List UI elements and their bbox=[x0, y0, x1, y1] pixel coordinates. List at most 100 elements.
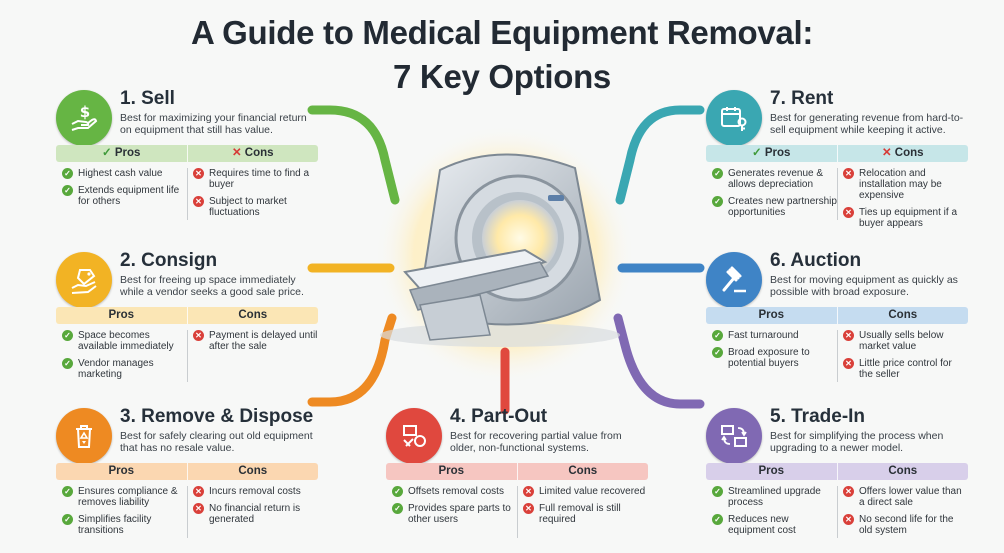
mri-machine-illustration bbox=[380, 153, 620, 347]
dispose-connector bbox=[307, 313, 397, 407]
auction-pros-list: ✓Fast turnaround ✓Broad exposure to poten… bbox=[706, 330, 837, 386]
con-item: ✕Incurs removal costs bbox=[193, 486, 318, 497]
con-text: No second life for the old system bbox=[859, 514, 954, 536]
pro-item: ✓Reduces new equipment cost bbox=[712, 514, 837, 536]
con-item: ✕ Requires time to find a buyer bbox=[193, 168, 318, 190]
calendar-key-icon bbox=[706, 90, 762, 146]
cross-icon: ✕ bbox=[193, 196, 204, 207]
pros-label: Pros bbox=[108, 309, 135, 321]
con-item: ✕ No second life for the old system bbox=[843, 514, 968, 536]
pros-header: ✓ Pros bbox=[56, 145, 187, 162]
pros-check-icon: ✓ bbox=[102, 147, 112, 159]
check-icon: ✓ bbox=[62, 514, 73, 525]
consign-pros-cons-header: Pros Cons bbox=[56, 307, 318, 324]
pro-text: Reduces new equipment cost bbox=[728, 514, 796, 536]
pro-item: ✓Fast turnaround bbox=[712, 330, 837, 341]
con-text: Ties up equipment if a buyer appears bbox=[859, 207, 958, 229]
consign-pros-list: ✓Space becomes available immediately✓Ven… bbox=[56, 330, 187, 386]
column-divider bbox=[187, 330, 188, 382]
pro-item: ✓Extends equipment life for others bbox=[62, 185, 187, 207]
sell-pros-list: ✓ Highest cash value ✓Extends equipment li… bbox=[56, 168, 187, 224]
rent-connector bbox=[615, 105, 705, 205]
page-subtitle: 7 Key Options bbox=[393, 58, 611, 95]
check-icon: ✓ bbox=[392, 503, 403, 514]
con-text: Limited value recovered bbox=[539, 486, 646, 497]
check-icon: ✓ bbox=[62, 358, 73, 369]
cons-label: Cons bbox=[238, 309, 268, 321]
pro-item: ✓Ensures compliance & removes liability bbox=[62, 486, 187, 508]
con-text: Relocation and installation may be expen… bbox=[859, 168, 942, 201]
pro-item: ✓ Streamlined upgrade process bbox=[712, 486, 837, 508]
con-text: Usually sells below market value bbox=[859, 330, 944, 352]
rent-pros-list: ✓ Generates revenue & allows depreciation… bbox=[706, 168, 837, 235]
cross-icon: ✕ bbox=[523, 486, 534, 497]
pro-item: ✓ Provides spare parts to other users bbox=[392, 503, 517, 525]
con-item: ✕Usually sells below market value bbox=[843, 330, 968, 352]
dispose-description: Best for safely clearing out old equipme… bbox=[120, 430, 313, 454]
trade-monitors-icon bbox=[706, 408, 762, 464]
cross-icon: ✕ bbox=[843, 358, 854, 369]
con-item: ✕No financial return is generated bbox=[193, 503, 318, 525]
dispose-pros-list: ✓Ensures compliance & removes liability✓… bbox=[56, 486, 187, 542]
cons-header: Cons bbox=[838, 307, 969, 324]
auction-cons-list: ✕Usually sells below market value✕Little… bbox=[837, 330, 968, 386]
cross-icon: ✕ bbox=[843, 514, 854, 525]
pro-text: Highest cash value bbox=[78, 168, 163, 179]
partout-pros-cons-header: Pros Cons bbox=[386, 463, 648, 480]
cons-header: Cons bbox=[838, 463, 969, 480]
cross-icon: ✕ bbox=[843, 168, 854, 179]
con-text: Offers lower value than a direct sale bbox=[859, 486, 962, 508]
dispose-cons-list: ✕Incurs removal costs ✕No financial retur… bbox=[187, 486, 318, 542]
pro-text: Streamlined upgrade process bbox=[728, 486, 821, 508]
cons-label: Cons bbox=[568, 465, 598, 477]
cons-label: Cons bbox=[888, 309, 918, 321]
cons-label: Cons bbox=[888, 465, 918, 477]
con-text: Subject to market fluctuations bbox=[209, 196, 287, 218]
partout-pros-list: ✓Offsets removal costs✓Provides spare pa… bbox=[386, 486, 517, 531]
pro-text: Generates revenue & allows depreciation bbox=[728, 168, 824, 190]
check-icon: ✓ bbox=[62, 185, 73, 196]
sell-description: Best for maximizing your financial retur… bbox=[120, 112, 307, 136]
cross-icon: ✕ bbox=[193, 168, 204, 179]
pros-label: Pros bbox=[438, 465, 465, 477]
pro-text: Creates new partnership opportunities bbox=[728, 196, 837, 218]
pro-text: Vendor manages marketing bbox=[78, 358, 154, 380]
tradein-connector bbox=[613, 313, 705, 409]
partout-description: Best for recovering partial value from o… bbox=[450, 430, 622, 454]
pro-item: ✓ Generates revenue & allows depreciation bbox=[712, 168, 837, 190]
pro-item: ✓Broad exposure to potential buyers bbox=[712, 347, 837, 369]
dispose-title: 3. Remove & Dispose bbox=[120, 406, 314, 427]
rent-title: 7. Rent bbox=[770, 88, 834, 109]
cross-icon: ✕ bbox=[193, 503, 204, 514]
check-icon: ✓ bbox=[392, 486, 403, 497]
check-icon: ✓ bbox=[712, 330, 723, 341]
column-divider bbox=[187, 486, 188, 538]
pros-header: Pros bbox=[706, 307, 837, 324]
rent-pros-cons-header: ✓ Pros ✕ Cons bbox=[706, 145, 968, 162]
cons-header: ✕ Cons bbox=[188, 145, 319, 162]
pros-header: Pros bbox=[706, 463, 837, 480]
con-text: Requires time to find a buyer bbox=[209, 168, 310, 190]
con-item: ✕ Subject to market fluctuations bbox=[193, 196, 318, 218]
pros-label: Pros bbox=[108, 465, 135, 477]
pros-header: Pros bbox=[56, 463, 187, 480]
cons-header: Cons bbox=[188, 463, 319, 480]
check-icon: ✓ bbox=[712, 168, 723, 179]
check-icon: ✓ bbox=[712, 486, 723, 497]
cons-label: Cons bbox=[244, 147, 274, 159]
pro-text: Ensures compliance & removes liability bbox=[78, 486, 178, 508]
consign-title: 2. Consign bbox=[120, 250, 218, 271]
tradein-cons-list: ✕ Offers lower value than a direct sale ✕ N… bbox=[837, 486, 968, 542]
cross-icon: ✕ bbox=[193, 486, 204, 497]
cons-header: Cons bbox=[518, 463, 649, 480]
cross-icon: ✕ bbox=[523, 503, 534, 514]
con-item: ✕Little price control for the seller bbox=[843, 358, 968, 380]
cons-cross-icon: ✕ bbox=[231, 147, 242, 159]
tradein-title: 5. Trade-In bbox=[770, 406, 866, 427]
tradein-pros-list: ✓ Streamlined upgrade process ✓Reduces new… bbox=[706, 486, 837, 542]
pro-text: Provides spare parts to other users bbox=[408, 503, 511, 525]
consign-cons-list: ✕Payment is delayed until after the sale bbox=[187, 330, 318, 386]
pros-check-icon: ✓ bbox=[752, 147, 762, 159]
con-item: ✕ Limited value recovered bbox=[523, 486, 648, 497]
column-divider bbox=[837, 330, 838, 382]
